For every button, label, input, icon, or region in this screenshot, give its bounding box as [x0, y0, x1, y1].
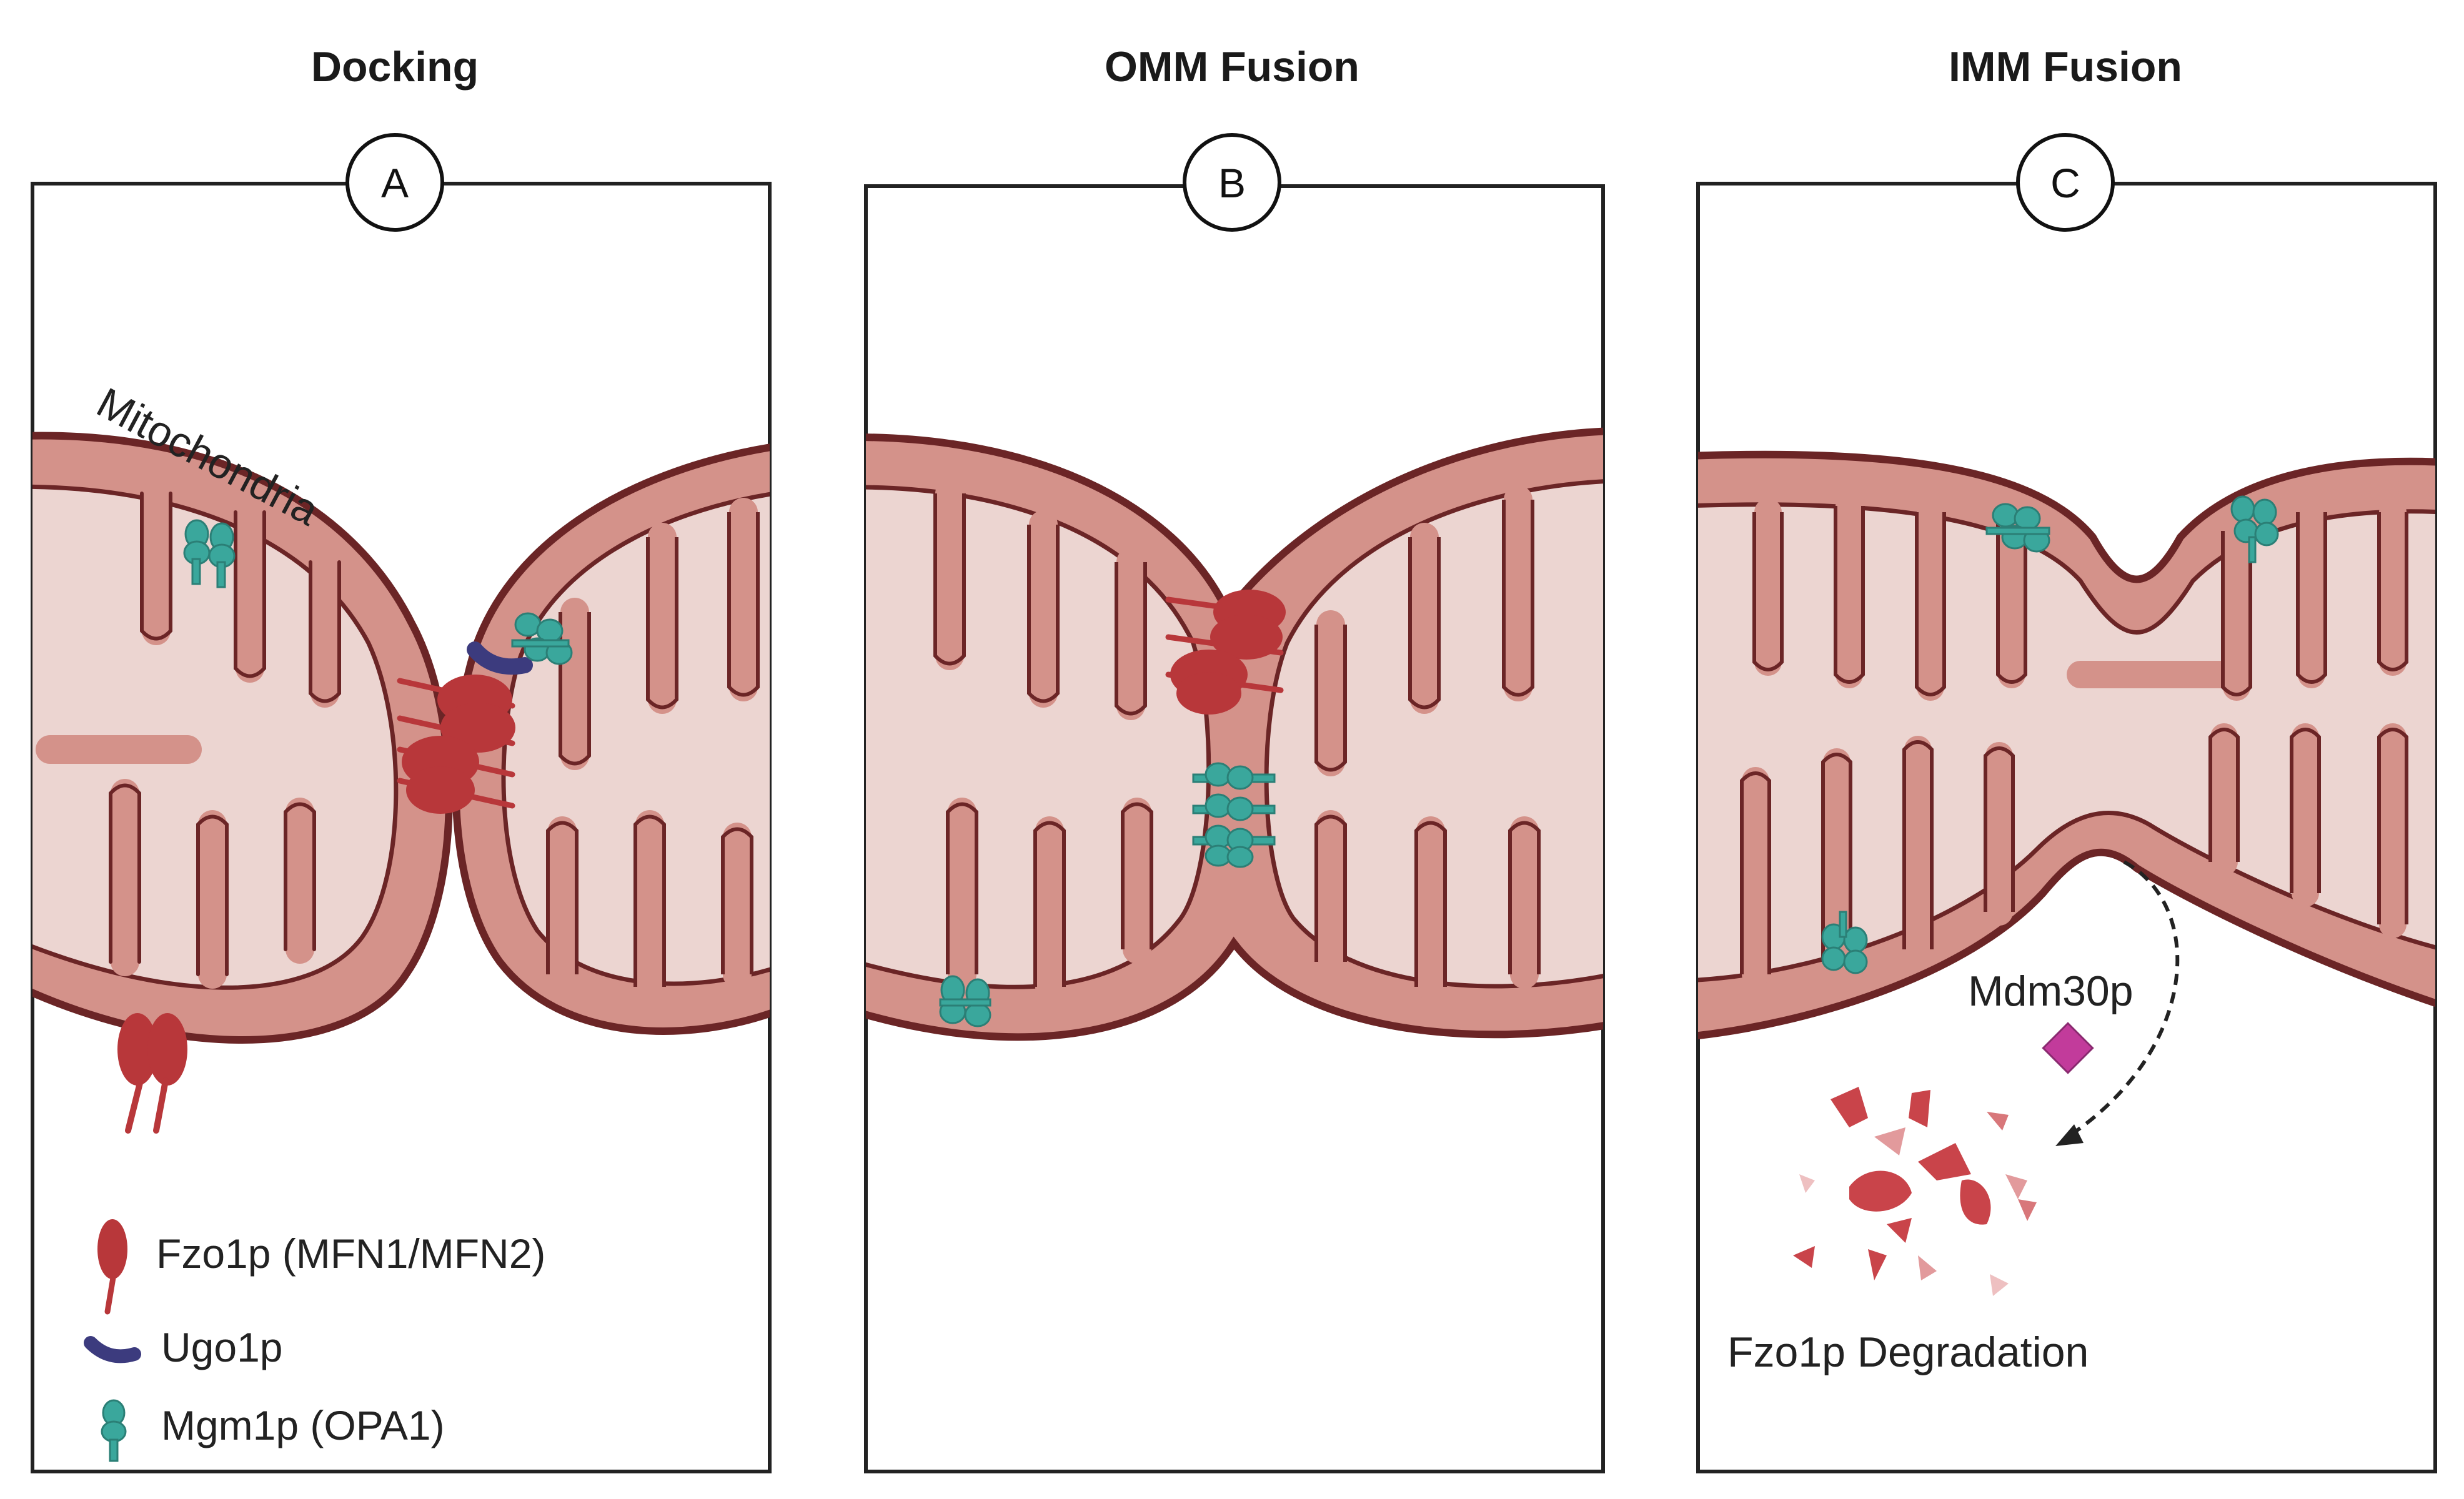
- degradation-arrow: [2067, 860, 2180, 1139]
- ugo1p-a: [467, 641, 533, 675]
- cristae-left-a: [36, 479, 339, 989]
- panel-docking: Docking: [31, 43, 772, 1473]
- cristae-c: [1742, 492, 2407, 988]
- cristae-right-a: [548, 498, 758, 1001]
- mgm1p-cluster-c1: [1985, 503, 2050, 553]
- legend-label-ugo1p: Ugo1p: [161, 1324, 283, 1370]
- badge-letter-a: A: [381, 160, 409, 206]
- legend: Fzo1p (MFN1/MFN2) Ugo1p Mgm1p (OPA1): [84, 1219, 545, 1462]
- mgm1p-cluster-c2: [2230, 495, 2279, 563]
- badge-a: A: [345, 133, 444, 232]
- mgm1p-cluster-c3: [1821, 911, 1868, 974]
- panel-title-docking: Docking: [311, 43, 479, 91]
- fzo1p-icon: [97, 1219, 127, 1315]
- panel-imm-fusion: IMM Fusion: [1696, 43, 2437, 1473]
- legend-label-mgm1p: Mgm1p (OPA1): [161, 1402, 445, 1448]
- badge-b: B: [1183, 133, 1281, 232]
- legend-item-fzo1p: Fzo1p (MFN1/MFN2): [97, 1219, 545, 1315]
- mdm30p-label: Mdm30p: [1968, 967, 2134, 1015]
- mitochondria-pair-a: [32, 432, 770, 1044]
- panel-omm-fusion: OMM Fusion: [864, 43, 1605, 1473]
- degradation-label: Fzo1p Degradation: [1727, 1328, 2089, 1376]
- mgm1p-cluster-a2: [511, 612, 573, 665]
- fzo1p-tether-a: [397, 675, 515, 814]
- legend-item-mgm1p: Mgm1p (OPA1): [101, 1399, 445, 1462]
- badge-c: C: [2016, 133, 2115, 232]
- panel-title-imm-fusion: IMM Fusion: [1949, 43, 2182, 91]
- panel-title-omm-fusion: OMM Fusion: [1105, 43, 1359, 91]
- legend-item-ugo1p: Ugo1p: [84, 1324, 283, 1370]
- ugo1p-icon: [84, 1336, 141, 1363]
- badge-letter-b: B: [1218, 160, 1246, 206]
- mgm1p-icon: [101, 1399, 127, 1462]
- cristae-b: [935, 479, 1539, 1001]
- mitochondrion-fused-c: [1698, 450, 2435, 1040]
- fzo1p-fragments: [1793, 1087, 2037, 1296]
- legend-label-fzo1p: Fzo1p (MFN1/MFN2): [156, 1230, 545, 1277]
- arrow-head-icon: [2055, 1124, 2084, 1146]
- mgm1p-cluster-b: [939, 975, 991, 1027]
- mdm30p-diamond-icon: [2042, 1022, 2094, 1074]
- mgm1p-cluster-a1: [183, 519, 236, 588]
- badge-letter-c: C: [2050, 160, 2080, 206]
- fzo1p-tether-b: [1165, 590, 1286, 715]
- fzo1p-dimer-a: [117, 1013, 187, 1134]
- mitochondria-fused-b: [866, 427, 1603, 1041]
- mgm1p-stack-b: [1192, 762, 1276, 868]
